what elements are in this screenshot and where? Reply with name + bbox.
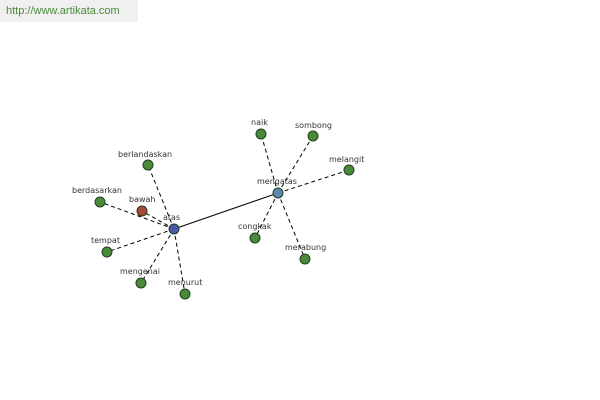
node-bawah[interactable] [136,205,148,217]
node-naik[interactable] [255,128,267,140]
edge-mengatas-merabung [277,192,306,260]
node-label-bawah: bawah [129,195,156,204]
edge-atas-mengatas [173,192,279,230]
edge-mengatas-congkak [254,192,279,239]
edge-atas-tempat [106,228,175,253]
node-label-tempat: tempat [91,236,120,245]
edge-mengatas-naik [260,133,279,194]
node-berdasarkan[interactable] [94,196,106,208]
node-label-berdasarkan: berdasarkan [72,186,122,195]
node-label-congkak: congkak [238,222,272,231]
node-label-mengenai: mengenai [120,267,160,276]
edges-layer [99,133,350,295]
node-berlandaskan[interactable] [142,159,154,171]
node-label-sombong: sombong [295,121,332,130]
node-melangit[interactable] [343,164,355,176]
node-tempat[interactable] [101,246,113,258]
node-merabung[interactable] [299,253,311,265]
node-label-menurut: menurut [168,278,202,287]
node-sombong[interactable] [307,130,319,142]
nodes-layer [94,128,355,300]
node-label-merabung: merabung [285,243,326,252]
edge-atas-berlandaskan [147,164,175,230]
edge-atas-menurut [173,228,186,295]
node-label-mengatas: mengatas [257,177,297,186]
edge-mengatas-melangit [277,169,350,194]
url-banner[interactable]: http://www.artikata.com [0,0,138,22]
node-label-atas: atas [163,213,180,222]
node-label-melangit: melangit [329,155,364,164]
node-mengatas[interactable] [272,187,284,199]
node-label-berlandaskan: berlandaskan [118,150,172,159]
node-mengenai[interactable] [135,277,147,289]
node-menurut[interactable] [179,288,191,300]
edge-atas-mengenai [140,228,175,284]
labels-layer: atas mengatas bawah berlandaskan berdasarkan… [72,118,364,287]
edge-atas-bawah [141,210,175,230]
node-congkak[interactable] [249,232,261,244]
node-atas[interactable] [168,223,180,235]
edge-atas-berdasarkan [99,201,175,230]
node-label-naik: naik [251,118,268,127]
